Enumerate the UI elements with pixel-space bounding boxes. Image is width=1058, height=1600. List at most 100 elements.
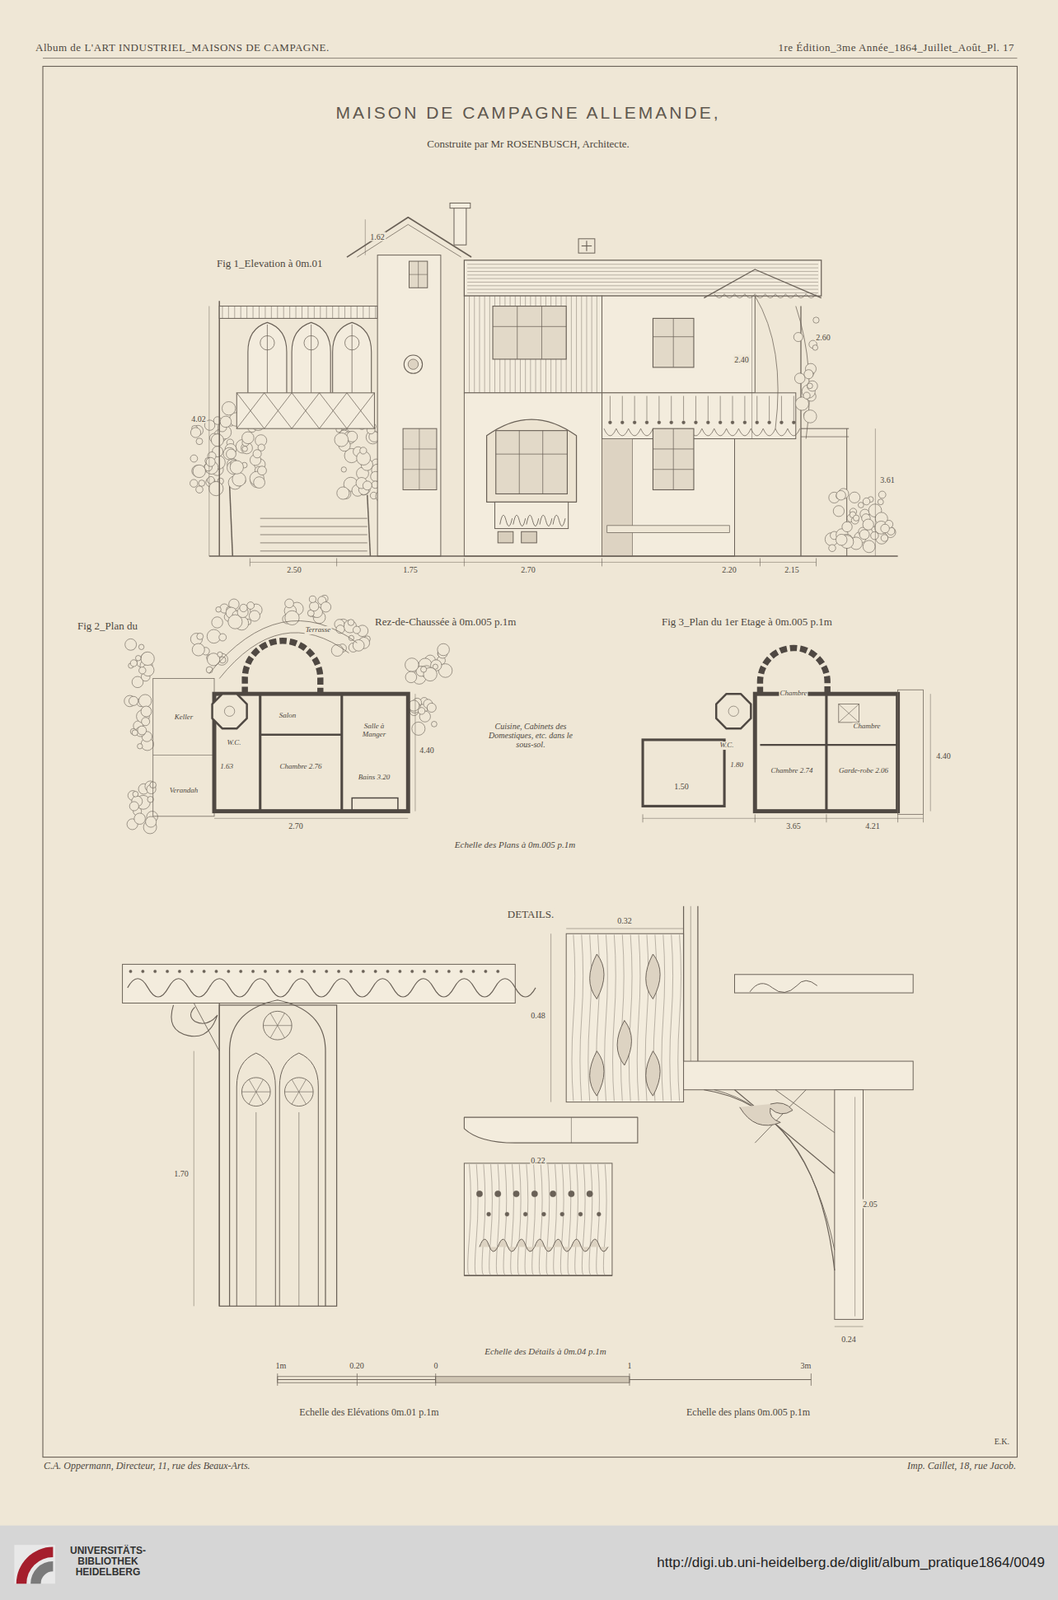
wood-grain — [669, 934, 674, 1101]
beam-hatch — [221, 306, 223, 319]
upper-window — [492, 306, 567, 360]
dimension-tick — [463, 557, 465, 567]
foliage — [437, 643, 450, 656]
foliage — [337, 486, 350, 500]
foliage — [226, 449, 237, 459]
scale-note: Echelle des Détails à 0m.04 p.1m — [483, 1346, 608, 1357]
figure-caption: Fig 2_Plan du — [76, 620, 139, 632]
scale-caption: Echelle des plans 0m.005 p.1m — [685, 1407, 811, 1419]
beam-hatch — [246, 306, 248, 319]
foliage — [191, 643, 205, 656]
railing-cross — [264, 393, 292, 429]
partition — [340, 693, 343, 811]
running-header: Album de L'ART INDUSTRIEL_MAISONS DE CAM… — [34, 42, 331, 54]
cellar-vent — [521, 531, 538, 544]
dimension: 4.21 — [864, 821, 881, 831]
post — [683, 906, 684, 1062]
glazing-bar — [652, 336, 694, 338]
dimension-tick — [642, 814, 644, 823]
step — [260, 542, 368, 544]
beam-hatch — [289, 306, 291, 319]
panel-scroll — [526, 514, 539, 526]
railing-cross — [236, 393, 264, 429]
dimension: 0.24 — [840, 1334, 857, 1344]
rosette-spoke — [299, 1091, 314, 1093]
foliage — [134, 813, 146, 825]
beam-hatch — [258, 306, 260, 319]
foliage — [812, 345, 819, 352]
bored-hole — [596, 1212, 601, 1217]
arch-rose — [304, 335, 319, 350]
drawing — [0, 58, 1058, 1600]
board-line — [580, 295, 582, 394]
balcony-hole — [620, 421, 624, 425]
room-label: Bains 3.20 — [355, 773, 394, 782]
figure-caption: Rez-de-Chaussée à 0m.005 p.1m — [374, 616, 517, 628]
dimension-tick — [601, 557, 603, 567]
roof-cross-sign — [578, 238, 595, 253]
scale-tick — [810, 1373, 812, 1386]
beam-dot — [288, 969, 291, 973]
foliage — [190, 454, 198, 463]
balcony-slot — [720, 396, 721, 422]
beam-dot — [496, 969, 500, 973]
floor-beam — [683, 1061, 914, 1091]
lancet — [236, 1053, 276, 1307]
library-logo-text: UNIVERSITÄTS- BIBLIOTHEK HEIDELBERG — [63, 1545, 153, 1579]
upper-window — [652, 318, 694, 367]
beam-dot — [202, 969, 206, 973]
dimension: 3m — [800, 1361, 813, 1371]
foliage — [253, 477, 266, 489]
wood-grain — [581, 1164, 586, 1275]
glazing-bar — [496, 454, 568, 455]
foliage — [421, 666, 427, 673]
dimension: 2.70 — [519, 565, 537, 575]
beam-hatch — [369, 306, 370, 319]
beam-hatch — [350, 306, 352, 319]
beam-dot — [459, 969, 463, 973]
dimension: E.K. — [993, 1437, 1011, 1447]
stair-newel — [224, 706, 235, 717]
foliage — [219, 633, 227, 642]
balcony-scallop — [775, 428, 788, 436]
foliage — [247, 602, 255, 610]
plan-note: Cuisine, Cabinets des Domestiques, etc. … — [481, 721, 581, 750]
gable-bargeboard — [703, 269, 821, 299]
dimension: 4.40 — [418, 745, 436, 755]
beam-dot — [386, 969, 389, 973]
foliage — [129, 801, 139, 811]
wood-grain — [503, 1164, 507, 1275]
dimension: 1 — [627, 1361, 633, 1371]
beam-hatch — [338, 306, 340, 319]
rosette-spoke — [277, 1013, 286, 1026]
beam-dot — [263, 969, 267, 973]
pergola-beam — [800, 436, 849, 438]
balcony-slot — [646, 396, 648, 422]
balcony-slot — [768, 396, 770, 422]
dimension: 1.75 — [402, 565, 419, 575]
tower-wall — [377, 255, 441, 557]
beam-dot — [484, 969, 487, 973]
foliage — [807, 383, 814, 389]
bracket-line — [193, 1002, 220, 1051]
foliage — [804, 369, 814, 380]
window-surround — [486, 419, 577, 502]
balcony-hole — [779, 421, 783, 425]
room-label: Keller — [173, 713, 195, 722]
foliage — [320, 602, 331, 613]
room-label: Chambre 2.74 — [768, 767, 815, 776]
foliage — [360, 447, 367, 455]
dimension-tick — [754, 814, 756, 823]
wood-grain — [532, 1164, 536, 1275]
apse-wall — [759, 647, 828, 694]
beam-dot — [227, 969, 230, 973]
rosette-spoke — [277, 1025, 292, 1026]
wood-grain — [636, 934, 641, 1101]
foliage — [828, 544, 836, 552]
stair-tower — [716, 693, 751, 729]
room-label: W.C. — [718, 741, 735, 750]
beam-hatch — [283, 306, 285, 319]
roof-hatch — [467, 274, 819, 276]
foliage — [813, 317, 820, 324]
balcony-hole — [693, 421, 698, 425]
